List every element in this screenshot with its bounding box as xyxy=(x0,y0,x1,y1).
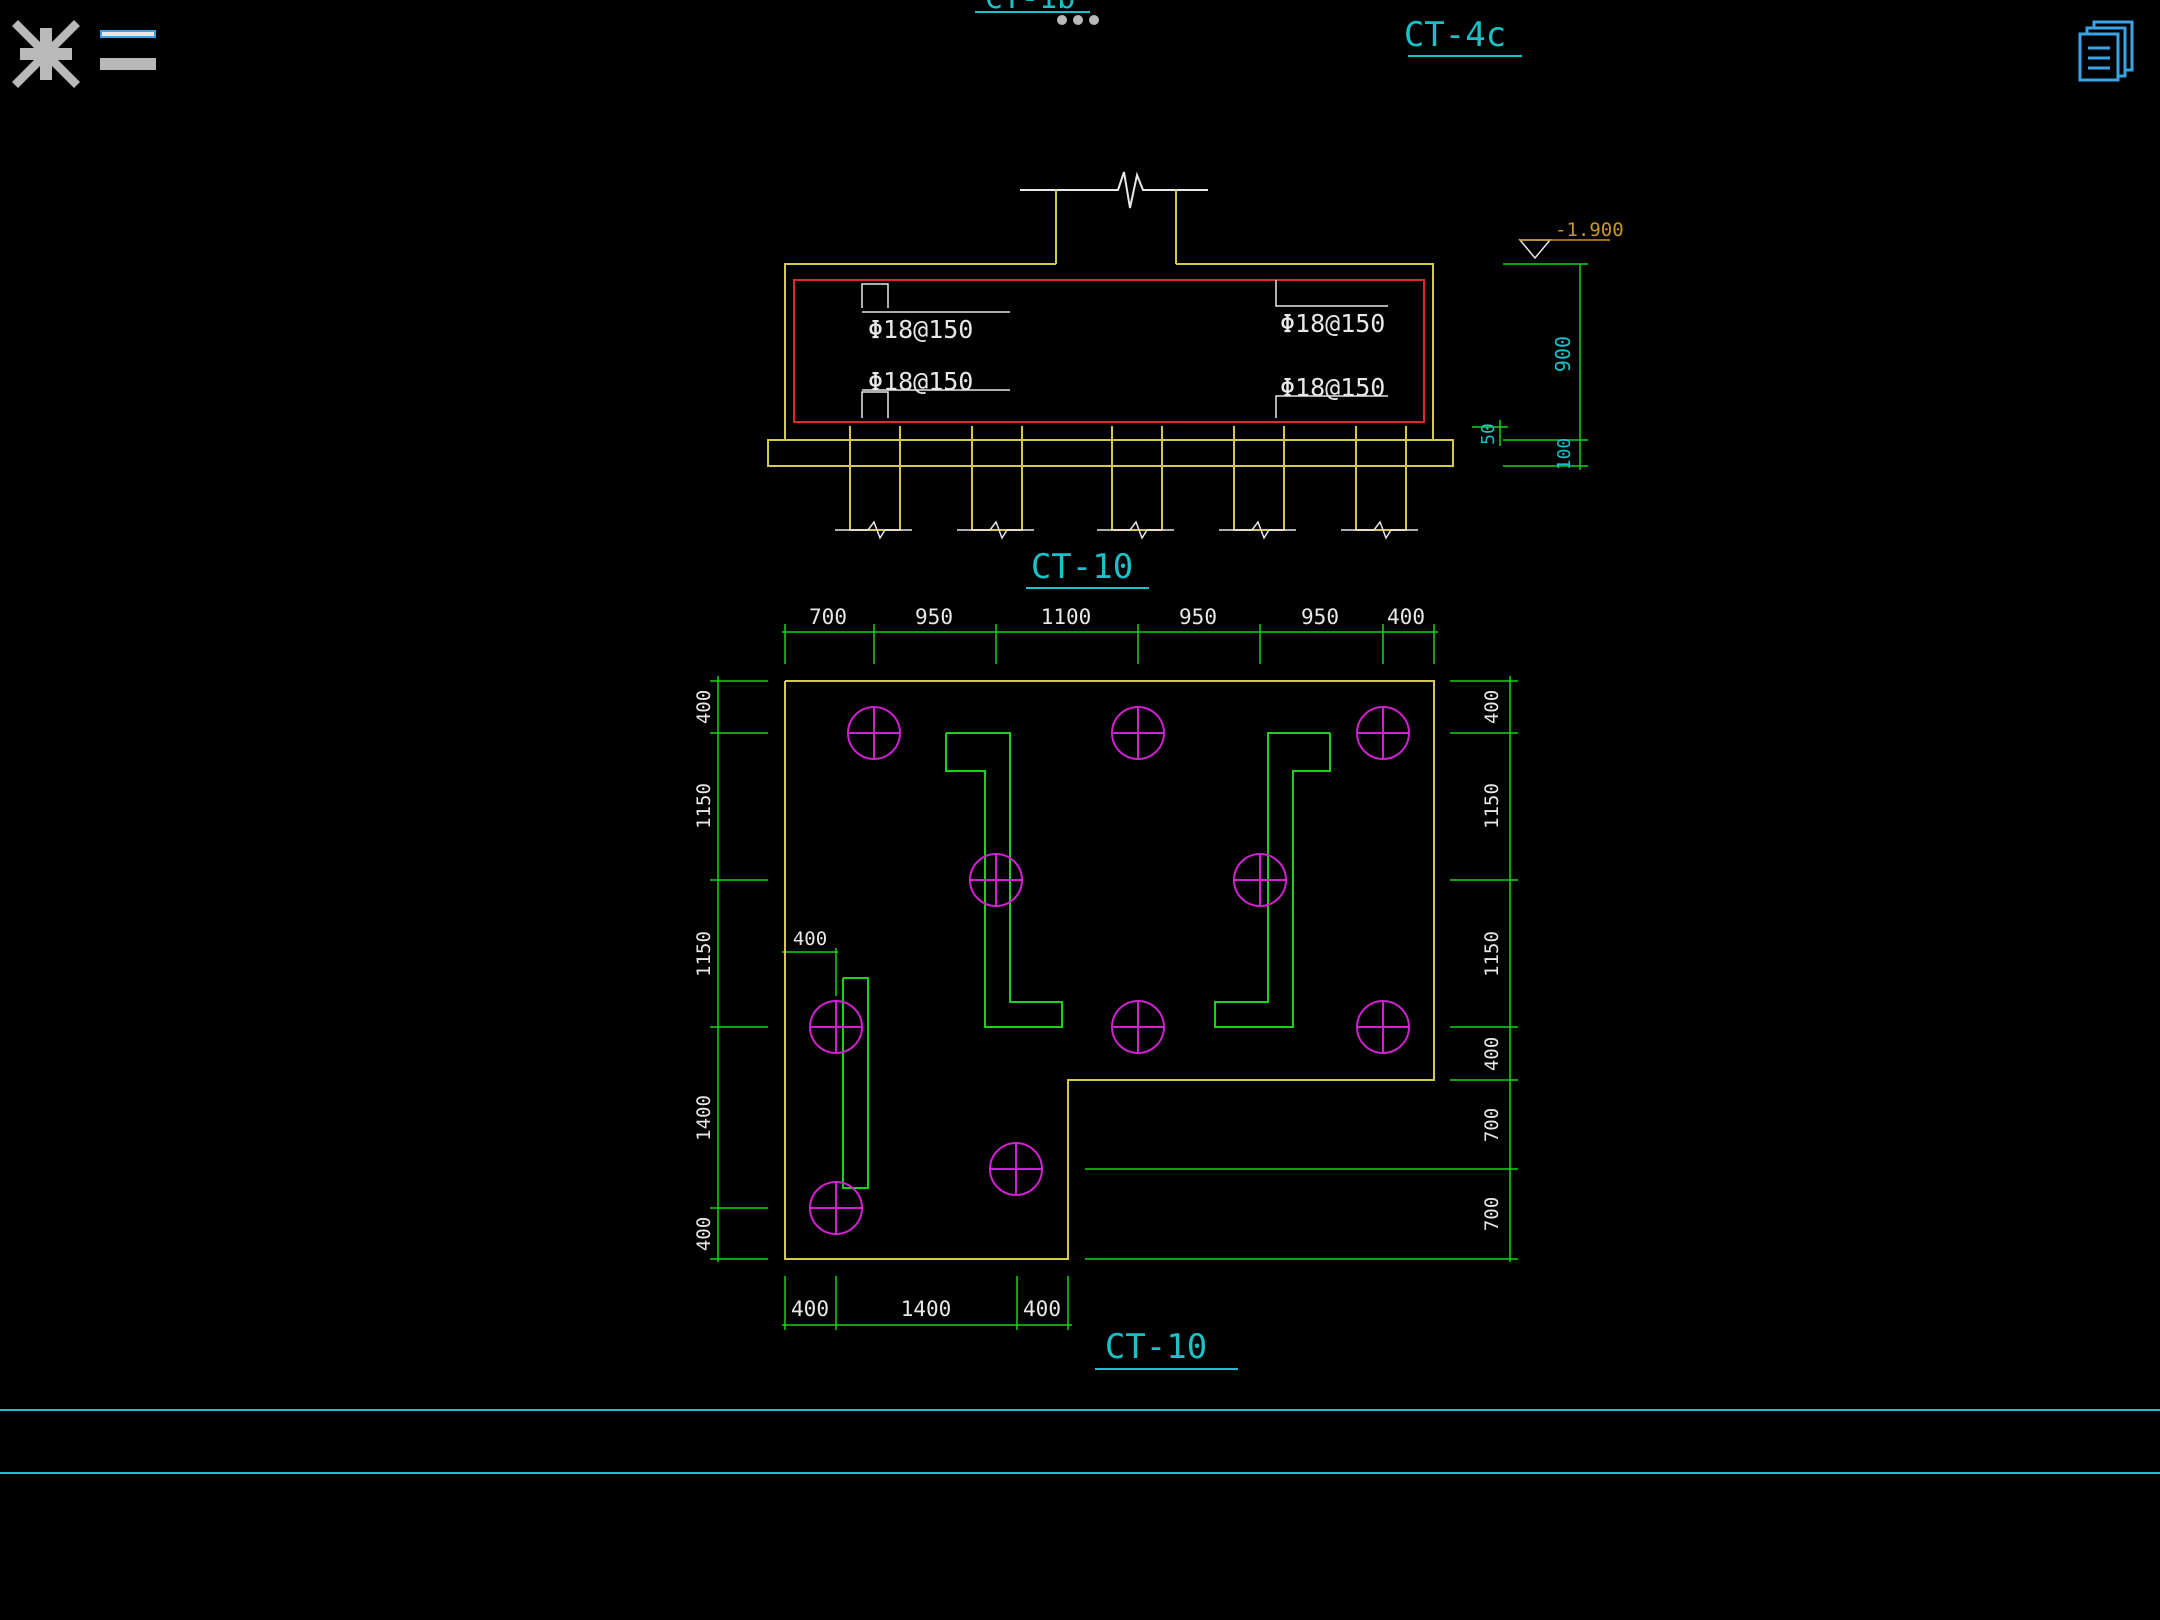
bottom-boundary-lines xyxy=(0,1409,2160,1474)
drawing-text: 700 xyxy=(1481,1108,1503,1142)
drawing-text: Φ18@150 xyxy=(868,315,973,344)
drawing-text: 50 xyxy=(1478,423,1499,445)
drawing-text: 700 xyxy=(1481,1197,1503,1231)
more-options-button[interactable] xyxy=(1052,8,1104,32)
drawing-text: 400 xyxy=(1387,605,1425,629)
ct4c-label: CT-4c xyxy=(1404,15,1522,57)
drawing-text: Φ18@150 xyxy=(1280,373,1385,402)
drawing-text: 950 xyxy=(915,605,953,629)
drawing-text: 1100 xyxy=(1041,605,1092,629)
drawing-text: 900 xyxy=(1551,336,1575,372)
plan-view: 700 950 1100 950 950 400 400 1150 1150 1… xyxy=(693,605,1518,1370)
drawing-text: 1400 xyxy=(901,1297,952,1321)
drawing-text: CT-10 xyxy=(1105,1327,1207,1367)
drawing-text: 400 xyxy=(793,928,827,950)
drawing-text: 400 xyxy=(1023,1297,1061,1321)
plan-bottom-dims xyxy=(782,1276,1072,1330)
plan-right-dims xyxy=(1085,676,1518,1262)
drawing-text: CT-4c xyxy=(1404,15,1506,55)
layers-button[interactable] xyxy=(98,26,160,76)
section-right-dims xyxy=(1472,263,1588,470)
plan-top-dims xyxy=(782,624,1438,664)
drawing-text: 950 xyxy=(1301,605,1339,629)
section-view: Φ18@150 Φ18@150 Φ18@150 Φ18@150 -1.900 xyxy=(767,171,1624,589)
section-pile-breaks xyxy=(835,520,1418,540)
section-piles xyxy=(849,426,1407,531)
drawing-text: 1150 xyxy=(1481,783,1503,829)
drawing-text: Φ18@150 xyxy=(1280,309,1385,338)
drawing-text: 400 xyxy=(1481,690,1503,724)
plan-piles xyxy=(809,706,1410,1235)
drawing-text: 400 xyxy=(693,690,715,724)
drawing-text: -1.900 xyxy=(1555,219,1624,241)
plan-left-dims xyxy=(710,676,768,1262)
drawing-text: 400 xyxy=(791,1297,829,1321)
drawing-text: CT-10 xyxy=(1031,547,1133,587)
drawing-text: 100 xyxy=(1554,438,1575,471)
drawing-text: 1150 xyxy=(693,931,715,977)
plan-walls xyxy=(842,732,1331,1189)
drawing-text: Φ18@150 xyxy=(868,367,973,396)
drawing-text: 1150 xyxy=(693,783,715,829)
plan-inner-dim xyxy=(782,948,838,996)
documents-button[interactable] xyxy=(2076,18,2142,84)
drawing-text: 950 xyxy=(1179,605,1217,629)
drawing-text: 1400 xyxy=(693,1095,715,1141)
elevation-marker: -1.900 xyxy=(1518,219,1624,260)
drawing-text: 700 xyxy=(809,605,847,629)
drawing-text: 400 xyxy=(693,1217,715,1251)
collapse-arrows-icon xyxy=(12,20,80,88)
drawing-text: 1150 xyxy=(1481,931,1503,977)
documents-icon xyxy=(2078,20,2134,82)
collapse-button[interactable] xyxy=(10,18,82,90)
more-dots-icon xyxy=(1057,15,1099,25)
top-cut-label: CT-1b xyxy=(975,0,1090,16)
layers-icon xyxy=(100,30,156,70)
drawing-text: 400 xyxy=(1481,1037,1503,1071)
